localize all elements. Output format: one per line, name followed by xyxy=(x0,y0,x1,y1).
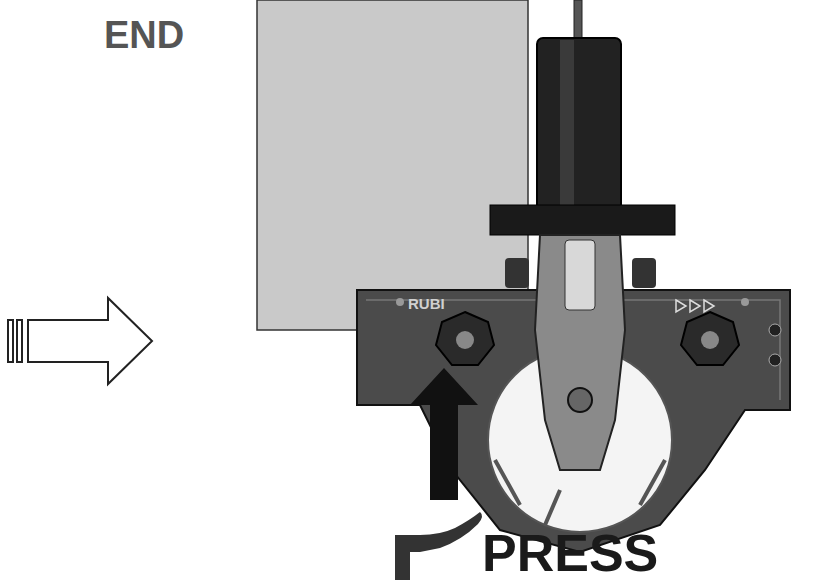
press-label: PRESS xyxy=(482,527,658,579)
cable xyxy=(574,0,582,40)
screw xyxy=(769,354,781,366)
bolt xyxy=(632,258,656,288)
screw xyxy=(396,298,404,306)
screw xyxy=(741,298,749,306)
switch xyxy=(565,240,595,310)
press-arrow xyxy=(410,368,478,500)
direction-arrow xyxy=(8,298,152,384)
knob xyxy=(436,312,494,365)
screw xyxy=(769,324,781,336)
end-label: END xyxy=(104,16,184,54)
strap xyxy=(490,205,675,235)
hand-icon xyxy=(395,512,482,580)
motor-body xyxy=(537,38,621,213)
arrow-marks xyxy=(676,300,714,312)
knob xyxy=(681,312,739,365)
tile xyxy=(257,0,528,330)
grinder-head xyxy=(535,235,625,470)
bolt xyxy=(505,258,529,288)
knob-center xyxy=(456,331,474,349)
motor-highlight xyxy=(560,40,574,210)
spindle xyxy=(568,388,592,412)
brand-label: RUBI xyxy=(408,296,445,311)
knob-center xyxy=(701,331,719,349)
